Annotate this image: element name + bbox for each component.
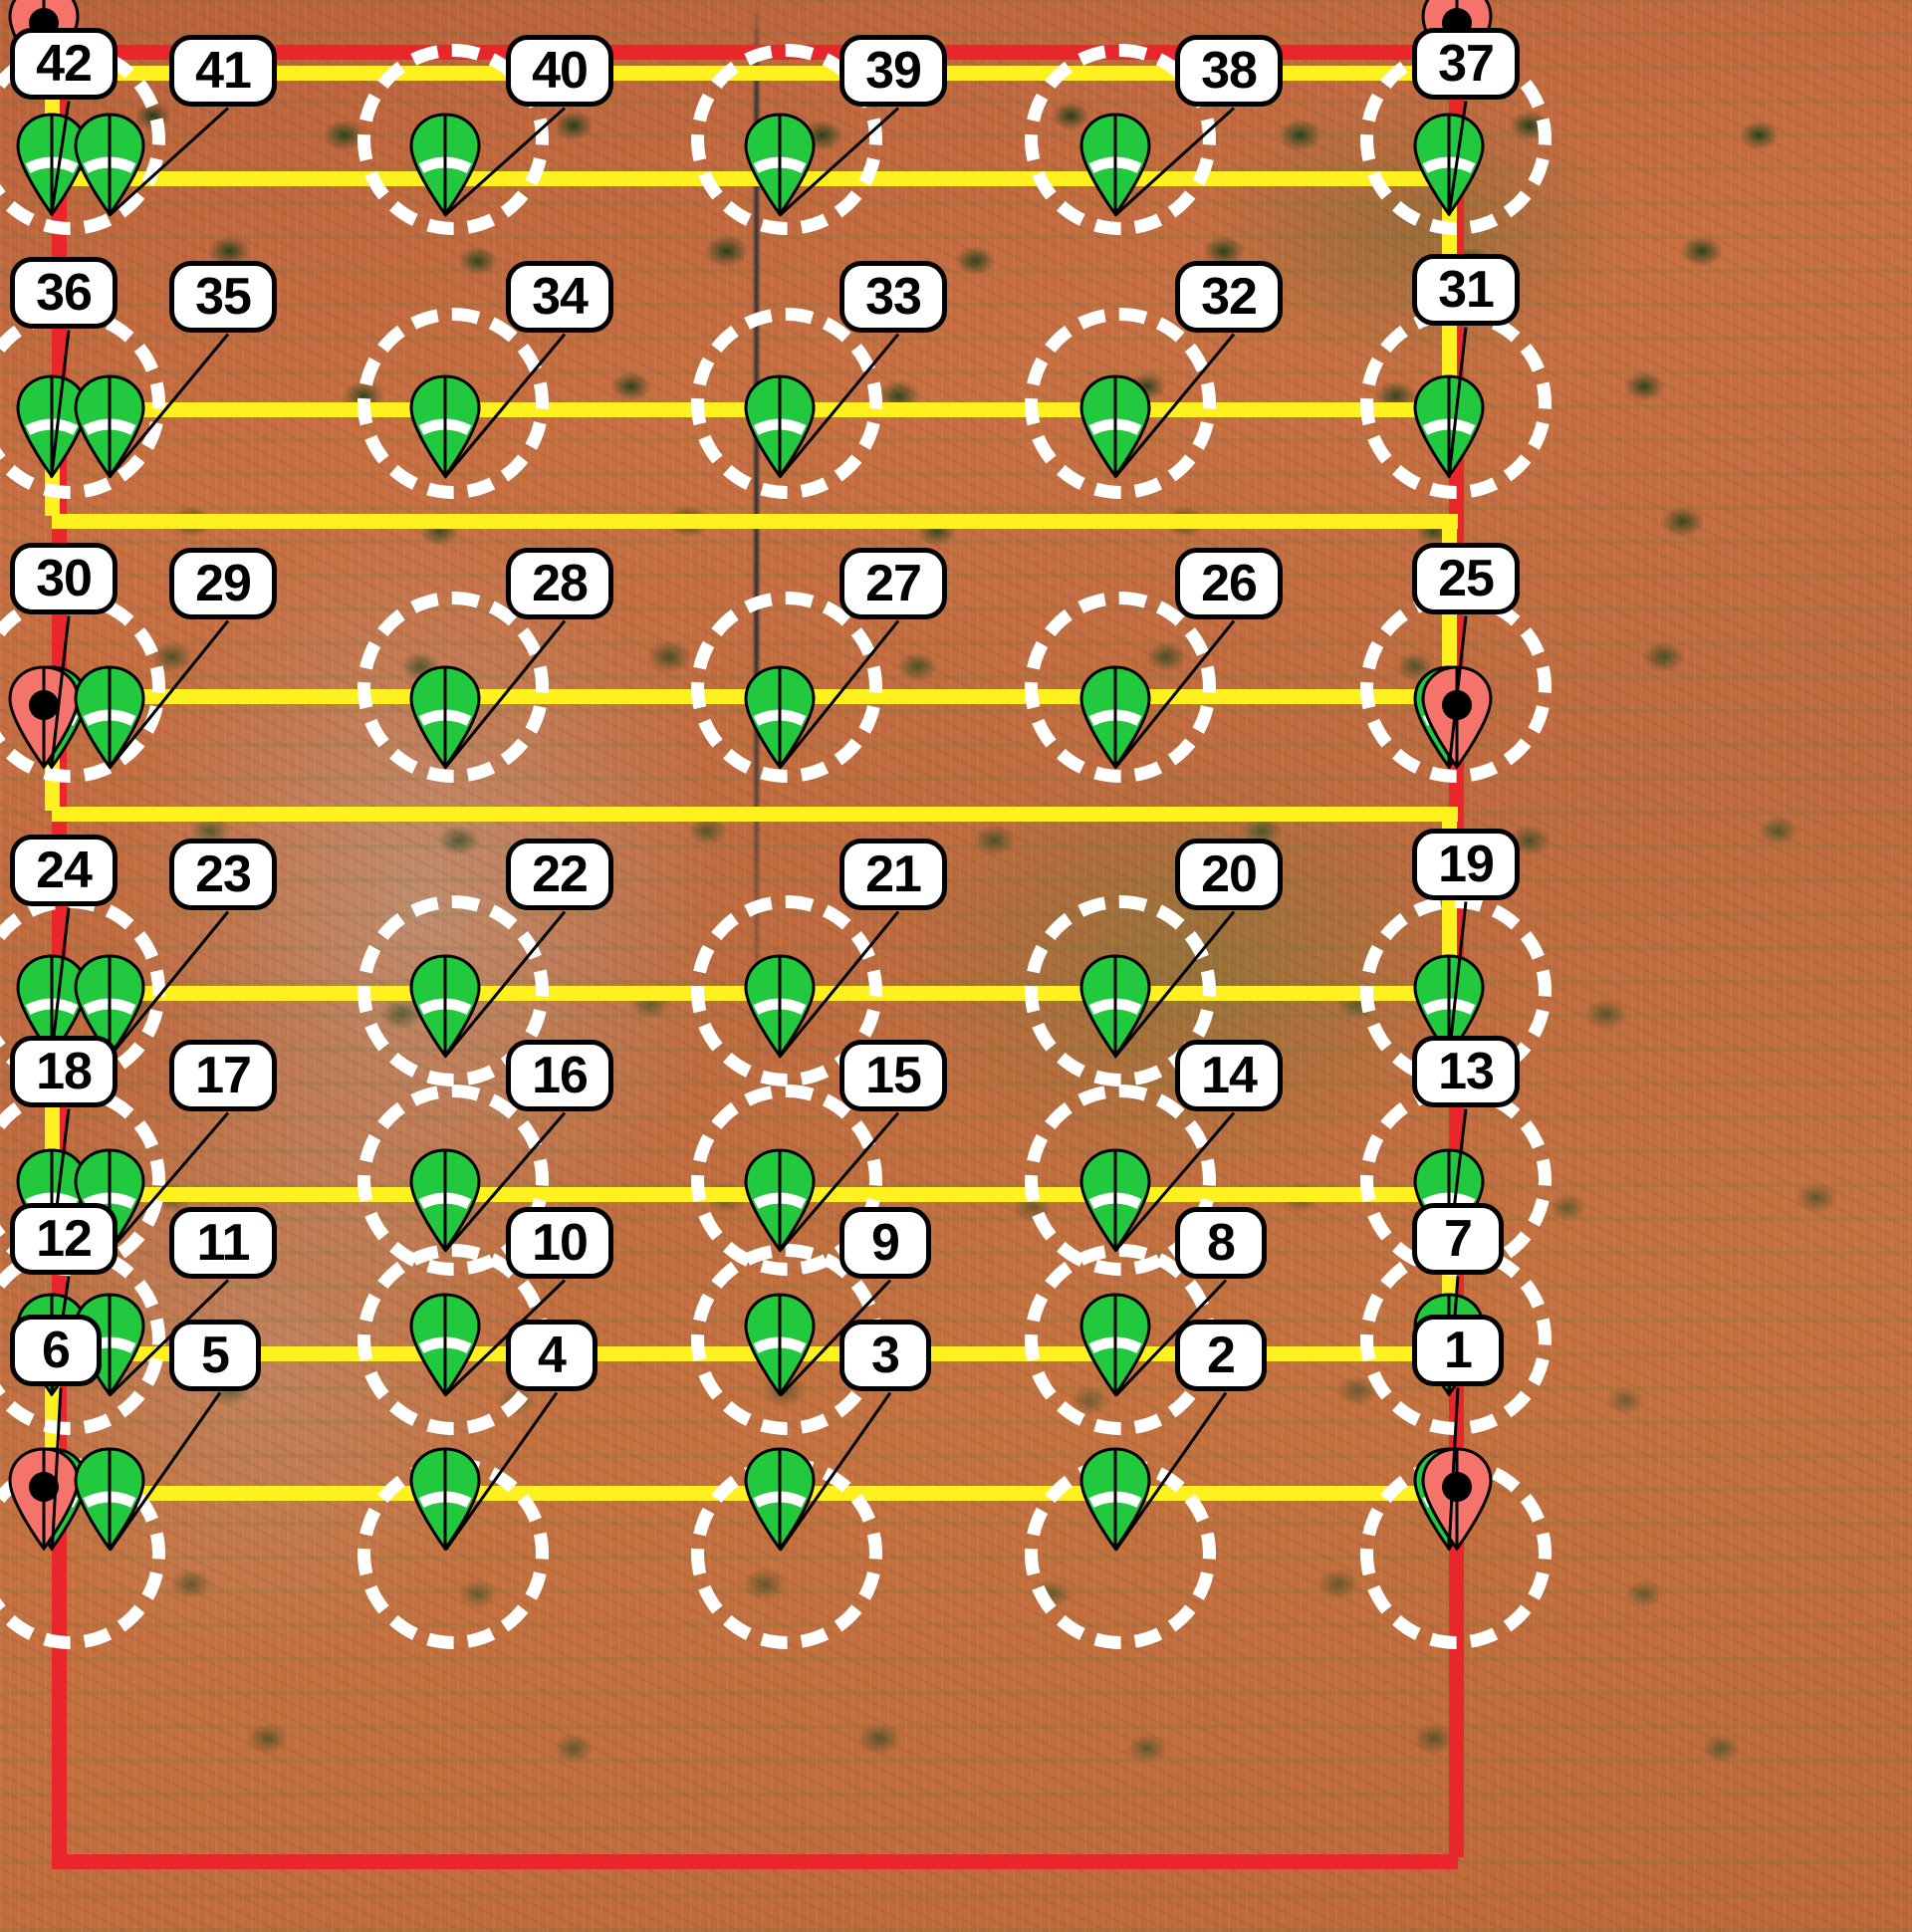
waypoint-pin-27[interactable] xyxy=(742,665,818,770)
waypoint-label-40[interactable]: 40 xyxy=(506,35,613,107)
waypoint-pin-5[interactable] xyxy=(72,1447,147,1552)
waypoint-label-23[interactable]: 23 xyxy=(169,839,277,910)
transect-row-5 xyxy=(52,807,1458,822)
waypoint-pin-16[interactable] xyxy=(407,1148,483,1253)
waypoint-label-17[interactable]: 17 xyxy=(169,1040,277,1111)
waypoint-label-4[interactable]: 4 xyxy=(506,1320,598,1391)
waypoint-pin-10[interactable] xyxy=(407,1293,483,1397)
waypoint-label-20[interactable]: 20 xyxy=(1175,839,1283,910)
waypoint-pin-21[interactable] xyxy=(742,954,818,1059)
boundary-line-bottom xyxy=(52,1854,1458,1869)
waypoint-label-5[interactable]: 5 xyxy=(169,1320,261,1391)
waypoint-label-31[interactable]: 31 xyxy=(1412,254,1520,326)
waypoint-pin-41[interactable] xyxy=(72,113,147,217)
waypoint-label-37[interactable]: 37 xyxy=(1412,28,1520,100)
waypoint-label-15[interactable]: 15 xyxy=(839,1040,947,1111)
waypoint-pin-33[interactable] xyxy=(742,374,818,479)
waypoint-pin-35[interactable] xyxy=(72,374,147,479)
home-pin-6[interactable] xyxy=(6,1447,82,1552)
waypoint-label-42[interactable]: 42 xyxy=(10,28,118,100)
waypoint-label-41[interactable]: 41 xyxy=(169,35,277,107)
waypoint-label-29[interactable]: 29 xyxy=(169,548,277,619)
waypoint-label-27[interactable]: 27 xyxy=(839,548,947,619)
waypoint-pin-23[interactable] xyxy=(72,954,147,1059)
waypoint-pin-8[interactable] xyxy=(1077,1293,1153,1397)
waypoint-pin-4[interactable] xyxy=(407,1447,483,1552)
waypoint-label-13[interactable]: 13 xyxy=(1412,1036,1520,1107)
waypoint-pin-38[interactable] xyxy=(1077,113,1153,217)
waypoint-label-25[interactable]: 25 xyxy=(1412,543,1520,614)
waypoint-label-10[interactable]: 10 xyxy=(506,1207,613,1279)
waypoint-pin-9[interactable] xyxy=(742,1293,818,1397)
waypoint-pin-20[interactable] xyxy=(1077,954,1153,1059)
waypoint-label-30[interactable]: 30 xyxy=(10,543,118,614)
waypoint-pin-39[interactable] xyxy=(742,113,818,217)
waypoint-label-28[interactable]: 28 xyxy=(506,548,613,619)
waypoint-label-8[interactable]: 8 xyxy=(1175,1207,1267,1279)
waypoint-pin-37[interactable] xyxy=(1411,113,1487,217)
waypoint-label-7[interactable]: 7 xyxy=(1412,1203,1504,1275)
drainage-channel xyxy=(754,0,759,1076)
waypoint-pin-34[interactable] xyxy=(407,374,483,479)
waypoint-pin-3[interactable] xyxy=(742,1447,818,1552)
waypoint-pin-2[interactable] xyxy=(1077,1447,1153,1552)
transect-row-3 xyxy=(52,514,1458,529)
waypoint-label-32[interactable]: 32 xyxy=(1175,261,1283,333)
waypoint-pin-22[interactable] xyxy=(407,954,483,1059)
waypoint-label-22[interactable]: 22 xyxy=(506,839,613,910)
waypoint-label-14[interactable]: 14 xyxy=(1175,1040,1283,1111)
waypoint-label-19[interactable]: 19 xyxy=(1412,829,1520,900)
waypoint-pin-26[interactable] xyxy=(1077,665,1153,770)
waypoint-pin-42[interactable] xyxy=(14,113,90,217)
waypoint-label-9[interactable]: 9 xyxy=(839,1207,931,1279)
waypoint-pin-15[interactable] xyxy=(742,1148,818,1253)
waypoint-label-35[interactable]: 35 xyxy=(169,261,277,333)
waypoint-pin-19[interactable] xyxy=(1411,954,1487,1059)
waypoint-label-24[interactable]: 24 xyxy=(10,835,118,906)
waypoint-label-21[interactable]: 21 xyxy=(839,839,947,910)
waypoint-label-3[interactable]: 3 xyxy=(839,1320,931,1391)
home-pin-30[interactable] xyxy=(6,665,82,770)
waypoint-pin-28[interactable] xyxy=(407,665,483,770)
waypoint-label-12[interactable]: 12 xyxy=(10,1203,118,1275)
waypoint-pin-32[interactable] xyxy=(1077,374,1153,479)
waypoint-label-11[interactable]: 11 xyxy=(169,1207,277,1279)
waypoint-label-39[interactable]: 39 xyxy=(839,35,947,107)
waypoint-label-16[interactable]: 16 xyxy=(506,1040,613,1111)
transect-row-0 xyxy=(52,66,1458,81)
waypoint-pin-14[interactable] xyxy=(1077,1148,1153,1253)
waypoint-label-26[interactable]: 26 xyxy=(1175,548,1283,619)
waypoint-label-36[interactable]: 36 xyxy=(10,257,118,329)
waypoint-pin-40[interactable] xyxy=(407,113,483,217)
waypoint-label-34[interactable]: 34 xyxy=(506,261,613,333)
waypoint-pin-31[interactable] xyxy=(1411,374,1487,479)
waypoint-label-38[interactable]: 38 xyxy=(1175,35,1283,107)
home-pin-1[interactable] xyxy=(1419,1447,1495,1552)
waypoint-label-6[interactable]: 6 xyxy=(10,1315,102,1386)
waypoint-label-18[interactable]: 18 xyxy=(10,1036,118,1107)
waypoint-label-33[interactable]: 33 xyxy=(839,261,947,333)
waypoint-pin-29[interactable] xyxy=(72,665,147,770)
waypoint-label-2[interactable]: 2 xyxy=(1175,1320,1267,1391)
waypoint-label-1[interactable]: 1 xyxy=(1412,1315,1504,1386)
